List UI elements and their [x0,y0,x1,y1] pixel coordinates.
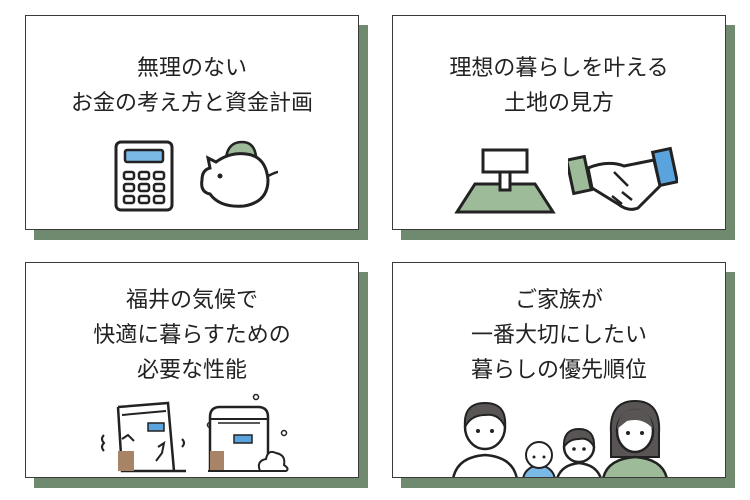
card-land[interactable]: 理想の暮らしを叶える 土地の見方 [392,15,726,230]
calculator-icon [114,140,174,212]
card-title: 無理のない お金の考え方と資金計画 [26,51,358,121]
title-line: お金の考え方と資金計画 [70,91,313,116]
snow-house-icon [204,391,294,475]
title-line: 理想の暮らしを叶える [449,56,669,81]
title-line: ご家族が [514,288,603,313]
title-line: 快適に暮らすための [93,323,291,348]
title-line: 無理のない [136,56,247,81]
damaged-house-icon [96,395,191,475]
title-line: 土地の見方 [503,91,614,116]
card-title: 理想の暮らしを叶える 土地の見方 [393,51,725,121]
title-line: 必要な性能 [136,358,247,383]
land-sign-icon [453,146,557,216]
card-performance[interactable]: 福井の気候で 快適に暮らすための 必要な性能 [25,262,359,478]
card-title: ご家族が 一番大切にしたい 暮らしの優先順位 [393,283,725,388]
card-title: 福井の気候で 快適に暮らすための 必要な性能 [26,283,358,388]
title-line: 福井の気候で [125,288,258,313]
card-money-planning[interactable]: 無理のない お金の考え方と資金計画 [25,15,359,230]
card-family-priorities[interactable]: ご家族が 一番大切にしたい 暮らしの優先順位 [392,262,726,478]
piggy-bank-icon [196,136,282,212]
handshake-icon [568,146,678,216]
title-line: 暮らしの優先順位 [470,358,647,383]
family-icon [451,391,671,477]
title-line: 一番大切にしたい [470,323,647,348]
